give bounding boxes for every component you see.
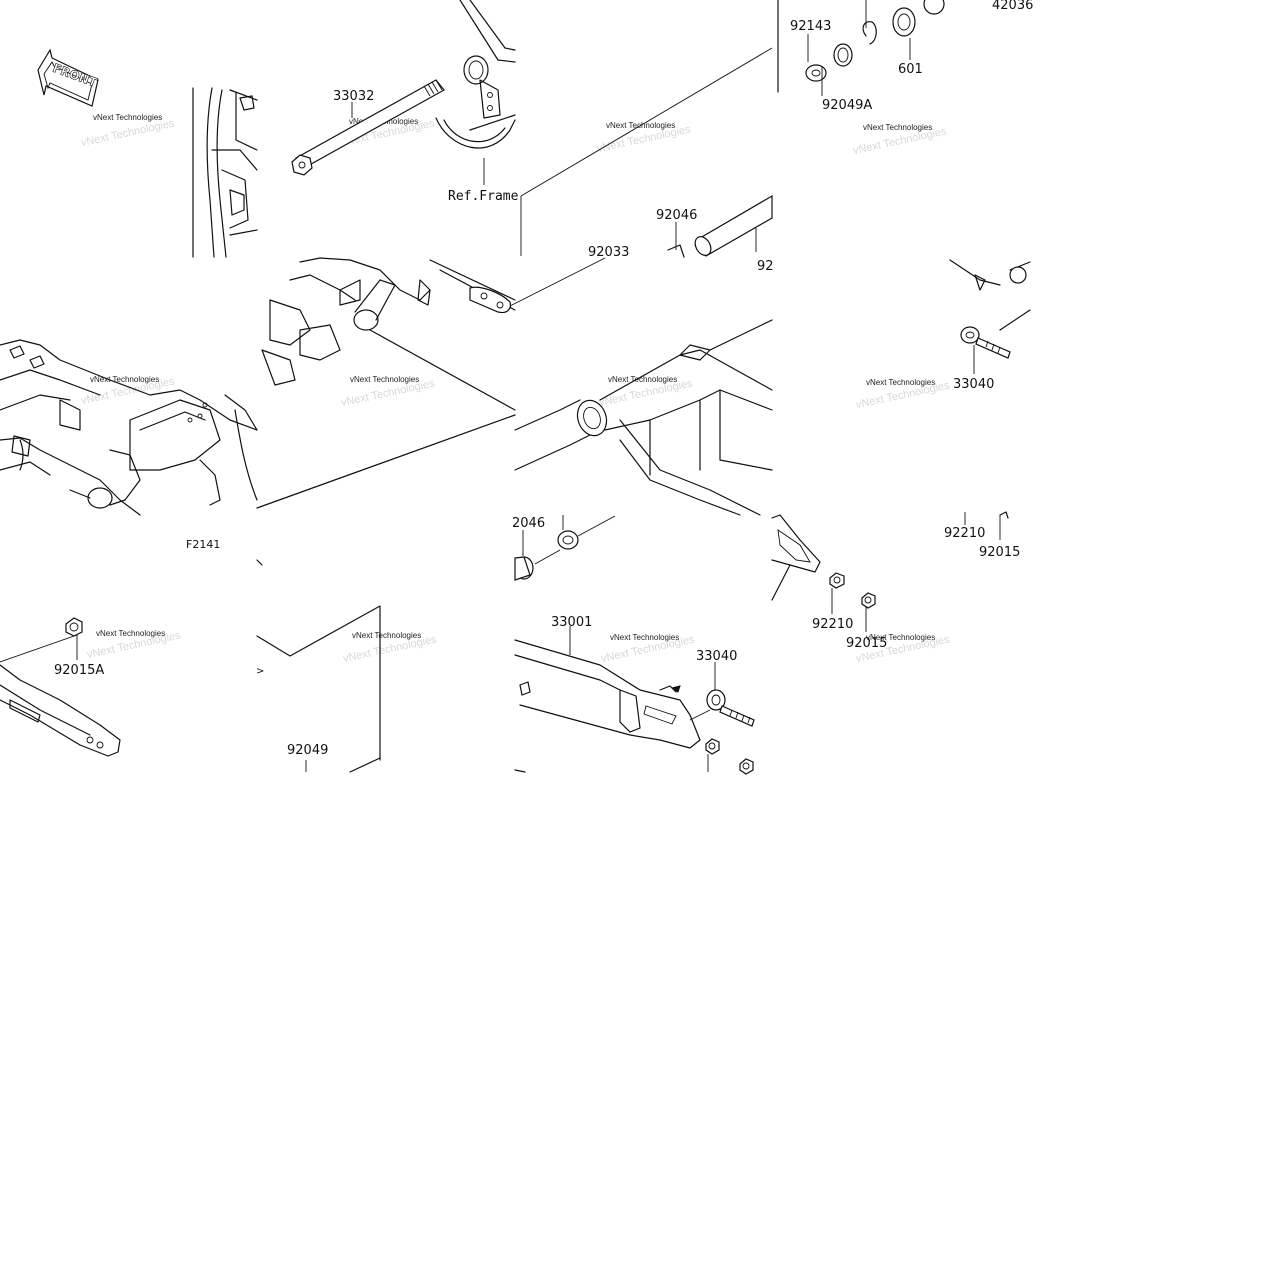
- collar-bushing-92046-top: [667, 194, 773, 258]
- part-label-92033: 92033: [588, 245, 629, 260]
- swing-arm-body: [514, 319, 773, 516]
- part-label-42036: 42036: [992, 0, 1033, 13]
- watermark: vNext Technologies: [93, 113, 162, 122]
- nut-92015A: [65, 617, 83, 637]
- part-label-33040-top: 33040: [953, 377, 994, 392]
- watermark: vNext Technologies: [90, 375, 159, 384]
- chain-guide-fragment: [771, 511, 1009, 609]
- part-label-92210-top: 92210: [944, 526, 985, 541]
- nut-bottom-pair: [705, 738, 754, 775]
- gt-mark: >: [256, 666, 264, 677]
- part-label-33032: 33032: [333, 89, 374, 104]
- part-label-92046-partial: 2046: [512, 516, 545, 531]
- part-label-92049A: 92049A: [822, 98, 872, 113]
- watermark: vNext Technologies: [866, 633, 935, 642]
- watermark: vNext Technologies: [350, 375, 419, 384]
- watermark: vNext Technologies: [96, 629, 165, 638]
- part-label-92049: 92049: [287, 743, 328, 758]
- part-label-601: 601: [898, 62, 923, 77]
- collar-and-seal: [514, 515, 616, 581]
- frame-fragment-mid: [256, 257, 516, 509]
- watermark-ghost: vNext Technologies: [80, 117, 176, 149]
- front-arrow-icon: FRONT: [37, 48, 100, 107]
- part-label-92210-bottom: 92210: [812, 617, 853, 632]
- part-label-92046: 92046: [656, 208, 697, 223]
- watermark: vNext Technologies: [610, 633, 679, 642]
- part-label-33001: 33001: [551, 615, 592, 630]
- main-frame-fragment: [0, 339, 258, 516]
- watermark: vNext Technologies: [608, 375, 677, 384]
- watermark: vNext Technologies: [863, 123, 932, 132]
- watermark: vNext Technologies: [866, 378, 935, 387]
- watermark: vNext Technologies: [352, 631, 421, 640]
- part-label-33040-bottom: 33040: [696, 649, 737, 664]
- swing-arm-side-fragment: [0, 664, 121, 757]
- ref-frame-label: Ref.Frame: [448, 189, 519, 204]
- chain-adjuster-bolt-33040-bottom: [706, 689, 755, 727]
- bearing-stack: [777, 0, 945, 93]
- pivot-shaft-33032: [291, 79, 445, 176]
- chain-adjuster-bolt-33040-top: [949, 259, 1031, 359]
- chain-adjuster-92033: [469, 286, 511, 314]
- frame-fragment-top-left: [192, 87, 258, 258]
- leader-lines: [0, 0, 1001, 772]
- part-label-92015A: 92015A: [54, 663, 104, 678]
- part-label-92-partial: 92: [757, 259, 774, 274]
- frame-fragment-lower-mid: [256, 559, 381, 773]
- part-label-92015-top: 92015: [979, 545, 1020, 560]
- swing-arm-33001: [514, 639, 701, 773]
- part-label-92143: 92143: [790, 19, 831, 34]
- part-labels: 33032 Ref.Frame 92033 92046 92 92143 920…: [54, 0, 1033, 758]
- frame-fragment-top-mid: [435, 0, 516, 149]
- figure-code: F2141: [186, 538, 220, 551]
- part-label-92015-bottom: 92015: [846, 636, 887, 651]
